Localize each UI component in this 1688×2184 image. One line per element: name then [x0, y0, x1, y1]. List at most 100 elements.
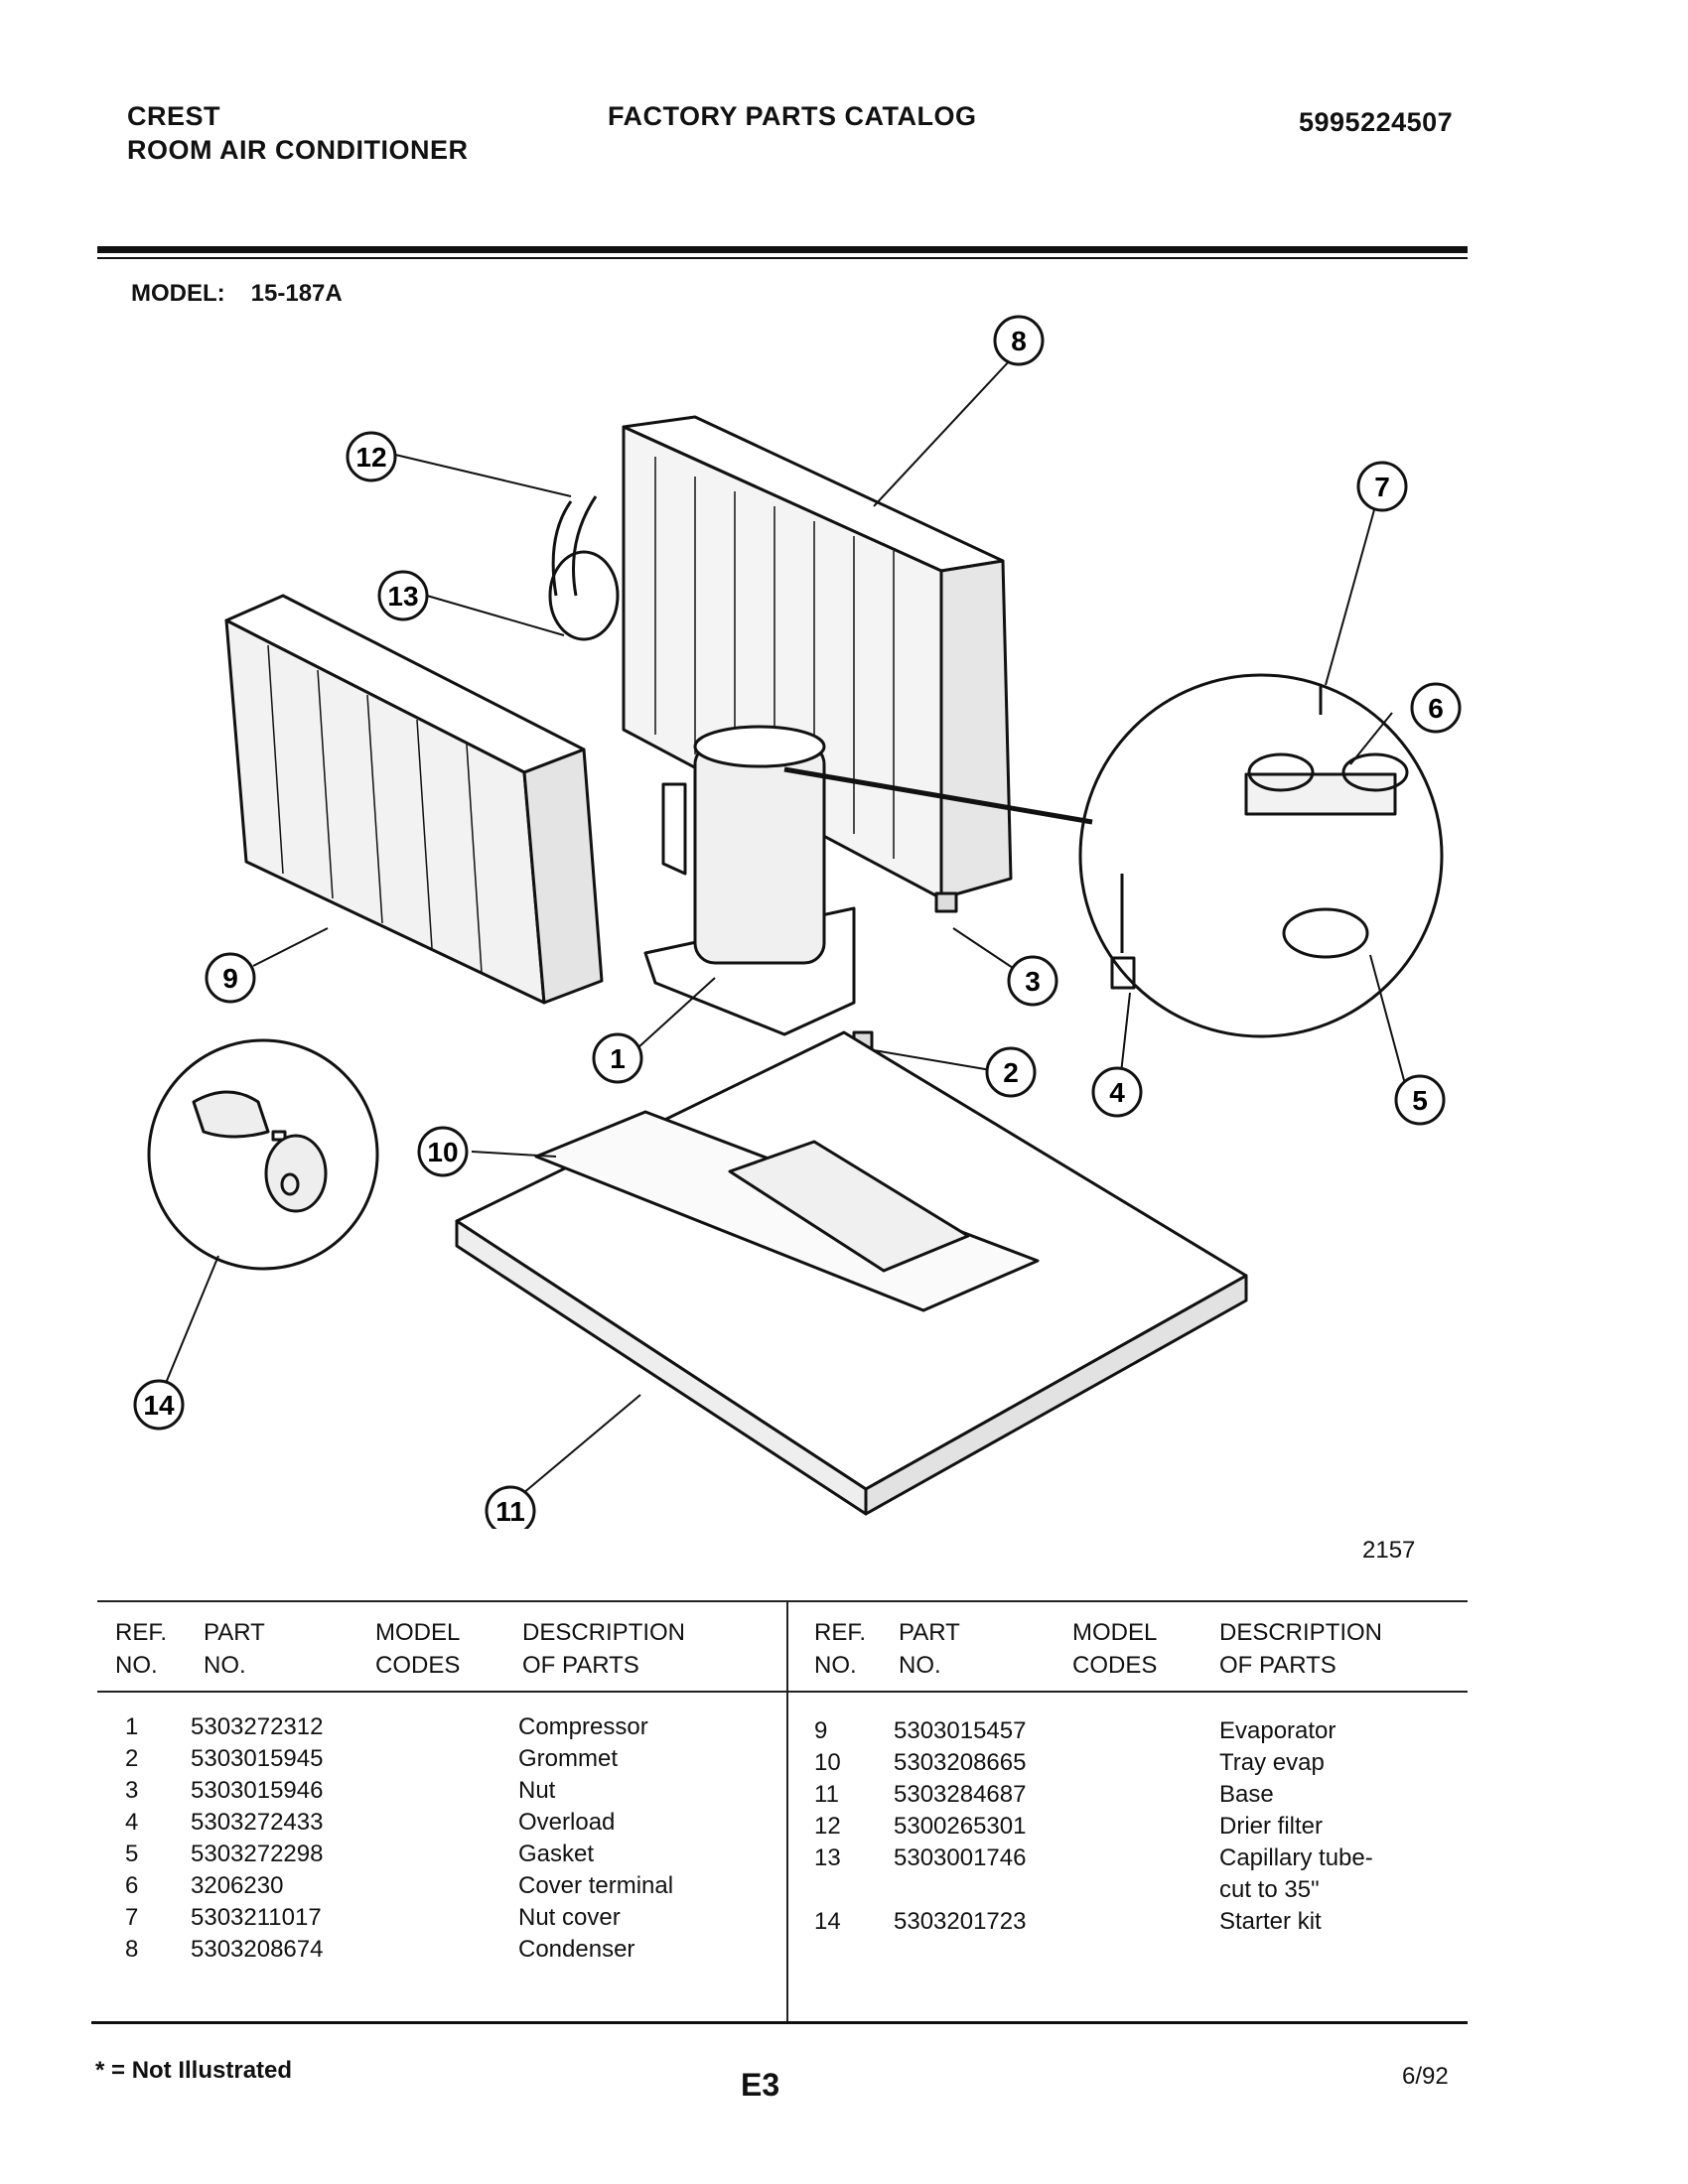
left-part-column: 5303272312 5303015945 5303015946 5303272… — [191, 1711, 323, 1966]
doc-number: 5995224507 — [1299, 107, 1454, 137]
table-cell-ref: 2 — [125, 1745, 139, 1772]
table-cell-ref: 11 — [814, 1781, 839, 1808]
right-desc-column: Evaporator Tray evap Base Drier filter C… — [1219, 1715, 1373, 1938]
table-cell-desc: Tray evap — [1219, 1749, 1325, 1776]
table-cell-part: 5303015457 — [894, 1717, 1027, 1744]
table-cell-desc: cut to 35" — [1219, 1876, 1320, 1903]
product-name: ROOM AIR CONDITIONER — [127, 135, 469, 165]
svg-text:11: 11 — [495, 1496, 525, 1527]
table-cell-ref: 10 — [814, 1749, 841, 1776]
table-bottom-rule — [91, 2021, 1468, 2024]
table-cell-part: 5303001746 — [894, 1844, 1027, 1871]
grommet-illustration — [852, 891, 958, 1070]
svg-text:1: 1 — [610, 1043, 626, 1074]
callout-1: 1 — [592, 1032, 643, 1084]
table-cell-ref: 4 — [125, 1809, 139, 1836]
exploded-parts-diagram: 1 2 3 4 5 6 7 8 9 10 11 12 13 14 — [133, 315, 1462, 1529]
starter-kit-detail — [147, 1038, 379, 1271]
drier-coil-illustration — [548, 495, 620, 641]
table-cell-part: 5303015946 — [191, 1777, 324, 1804]
table-cell-part: 5303272312 — [191, 1713, 324, 1740]
left-ref-column: 1 2 3 4 5 6 7 8 — [125, 1711, 138, 1966]
header-rule-thick — [97, 246, 1468, 253]
catalog-date: 6/92 — [1402, 2063, 1449, 2090]
table-cell-desc: Condenser — [518, 1936, 635, 1963]
table-cell-ref: 9 — [814, 1717, 828, 1744]
table-cell-part: 5303208665 — [894, 1749, 1027, 1776]
callout-13: 13 — [377, 570, 429, 621]
svg-text:7: 7 — [1374, 472, 1390, 502]
not-illustrated-note: * = Not Illustrated — [95, 2057, 293, 2084]
table-cell-desc: Evaporator — [1219, 1717, 1336, 1744]
table-cell-ref: 8 — [125, 1936, 139, 1963]
callouts: 1 2 3 4 5 6 7 8 9 10 11 12 13 14 — [133, 315, 1462, 1529]
svg-text:2: 2 — [1003, 1057, 1019, 1088]
table-cell-desc: Starter kit — [1219, 1908, 1322, 1935]
figure-number: 2157 — [1362, 1537, 1416, 1564]
table-cell-ref: 1 — [125, 1713, 139, 1740]
callout-14: 14 — [133, 1379, 185, 1431]
table-cell-ref: 6 — [125, 1872, 139, 1899]
table-cell-desc: Base — [1219, 1781, 1274, 1808]
model-value: 15-187A — [250, 280, 343, 307]
table-cell-desc: Cover terminal — [518, 1872, 674, 1899]
table-cell-part: 5303272433 — [191, 1809, 324, 1836]
col-header-ref: REF.NO. — [115, 1619, 168, 1679]
table-cell-ref: 14 — [814, 1908, 841, 1935]
table-cell-part: 5303208674 — [191, 1936, 324, 1963]
table-cell-ref: 7 — [125, 1904, 139, 1931]
svg-text:3: 3 — [1025, 966, 1041, 997]
table-cell-part: 5303272298 — [191, 1841, 324, 1867]
header-rule-thin — [97, 257, 1468, 259]
svg-text:8: 8 — [1011, 326, 1027, 356]
callout-12: 12 — [346, 431, 397, 482]
col-header-ref: REF.NO. — [814, 1619, 867, 1679]
svg-text:14: 14 — [143, 1390, 175, 1421]
svg-text:5: 5 — [1412, 1085, 1428, 1116]
right-part-column: 5303015457 5303208665 5303284687 5300265… — [894, 1715, 1026, 1938]
compressor-illustration — [643, 725, 856, 1036]
callout-10: 10 — [417, 1126, 469, 1177]
table-cell-desc: Drier filter — [1219, 1813, 1324, 1840]
catalog-title: FACTORY PARTS CATALOG — [608, 101, 977, 131]
brand-block: CREST ROOM AIR CONDITIONER — [127, 99, 469, 167]
callout-6: 6 — [1410, 682, 1462, 734]
terminal-cover-detail — [1078, 673, 1444, 1038]
table-header-rule — [97, 1691, 1468, 1693]
table-cell-ref: 13 — [814, 1844, 841, 1871]
table-cell-desc: Capillary tube- — [1219, 1844, 1373, 1871]
callout-4: 4 — [1091, 1066, 1143, 1118]
svg-text:6: 6 — [1428, 693, 1444, 724]
callout-11: 11 — [485, 1485, 536, 1529]
table-cell-desc: Compressor — [518, 1713, 648, 1740]
callout-7: 7 — [1356, 461, 1408, 512]
callout-8: 8 — [993, 315, 1045, 366]
svg-text:9: 9 — [222, 963, 238, 994]
left-desc-column: Compressor Grommet Nut Overload Gasket C… — [518, 1711, 673, 1966]
evaporator-illustration — [224, 594, 604, 1005]
tray-base-illustration — [455, 1030, 1248, 1516]
page-code: E3 — [741, 2067, 780, 2103]
svg-text:4: 4 — [1109, 1077, 1125, 1108]
table-cell-desc: Gasket — [518, 1841, 595, 1867]
table-cell-ref: 12 — [814, 1813, 841, 1840]
table-cell-ref: 3 — [125, 1777, 139, 1804]
brand-name: CREST — [127, 101, 221, 131]
leader-lines — [163, 358, 1409, 1500]
svg-text:12: 12 — [355, 442, 386, 473]
table-cell-part: 5303284687 — [894, 1781, 1027, 1808]
table-cell-part: 5303211017 — [191, 1904, 322, 1931]
callout-9: 9 — [205, 952, 256, 1004]
model-line: MODEL: 15-187A — [131, 280, 343, 308]
table-top-rule — [97, 1600, 1468, 1602]
table-cell-part — [894, 1874, 1026, 1906]
callout-3: 3 — [1007, 955, 1058, 1007]
model-label: MODEL: — [131, 280, 225, 307]
table-cell-desc: Nut cover — [518, 1904, 621, 1931]
table-cell-part: 5300265301 — [894, 1813, 1027, 1840]
